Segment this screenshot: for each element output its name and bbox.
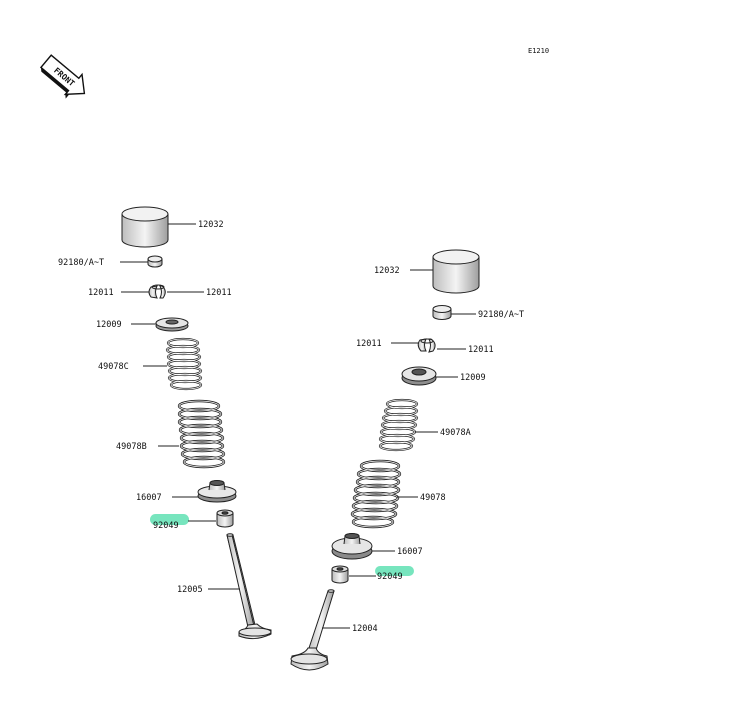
right-inner-spring-label: 49078A xyxy=(440,428,471,438)
right-keepers-part xyxy=(417,338,436,353)
right-valve-assembly: 12032 92180/A~T 12011 12011 12009 xyxy=(290,249,524,671)
left-inner-spring-label: 49078C xyxy=(98,362,129,372)
left-keeper-label-a: 12011 xyxy=(88,288,114,298)
right-keeper-label-a: 12011 xyxy=(356,339,382,349)
right-keeper-label-b: 12011 xyxy=(468,345,494,355)
left-seal-label: 92049 xyxy=(153,521,179,531)
left-inner-spring-part xyxy=(165,337,203,391)
right-retainer-label: 12009 xyxy=(460,373,486,383)
front-arrow-icon: FRONT xyxy=(39,54,86,99)
left-spring-seat-label: 16007 xyxy=(136,493,162,503)
left-tappet-part xyxy=(121,206,169,248)
left-retainer-part xyxy=(155,317,189,332)
right-seal-part xyxy=(331,565,349,584)
left-valve-label: 12005 xyxy=(177,585,203,595)
right-retainer-part xyxy=(401,366,437,386)
left-outer-spring-label: 49078B xyxy=(116,442,147,452)
right-tappet-part xyxy=(432,249,480,294)
right-outer-spring-label: 49078 xyxy=(420,493,446,503)
right-tappet-label: 12032 xyxy=(374,266,400,276)
right-seal-label: 92049 xyxy=(377,572,403,582)
diagram-code: E1210 xyxy=(528,47,549,55)
right-spring-seat-label: 16007 xyxy=(397,547,423,557)
left-keeper-label-b: 12011 xyxy=(206,288,232,298)
left-shim-part xyxy=(147,255,163,268)
right-shim-part xyxy=(432,305,452,320)
left-shim-label: 92180/A~T xyxy=(58,258,104,268)
left-valve-assembly: 12032 92180/A~T 12011 12011 12009 xyxy=(58,206,272,640)
left-spring-seat-part xyxy=(197,480,237,503)
right-spring-seat-part xyxy=(331,533,373,560)
right-valve-part xyxy=(290,589,335,671)
right-seal-highlight xyxy=(375,566,414,576)
right-valve-label: 12004 xyxy=(352,624,378,634)
left-seal-highlight xyxy=(150,514,189,525)
left-tappet-label: 12032 xyxy=(198,220,224,230)
right-shim-label: 92180/A~T xyxy=(478,310,524,320)
left-retainer-label: 12009 xyxy=(96,320,122,330)
left-keepers-part xyxy=(148,284,166,299)
left-valve-part xyxy=(226,533,272,640)
left-seal-part xyxy=(216,509,234,528)
